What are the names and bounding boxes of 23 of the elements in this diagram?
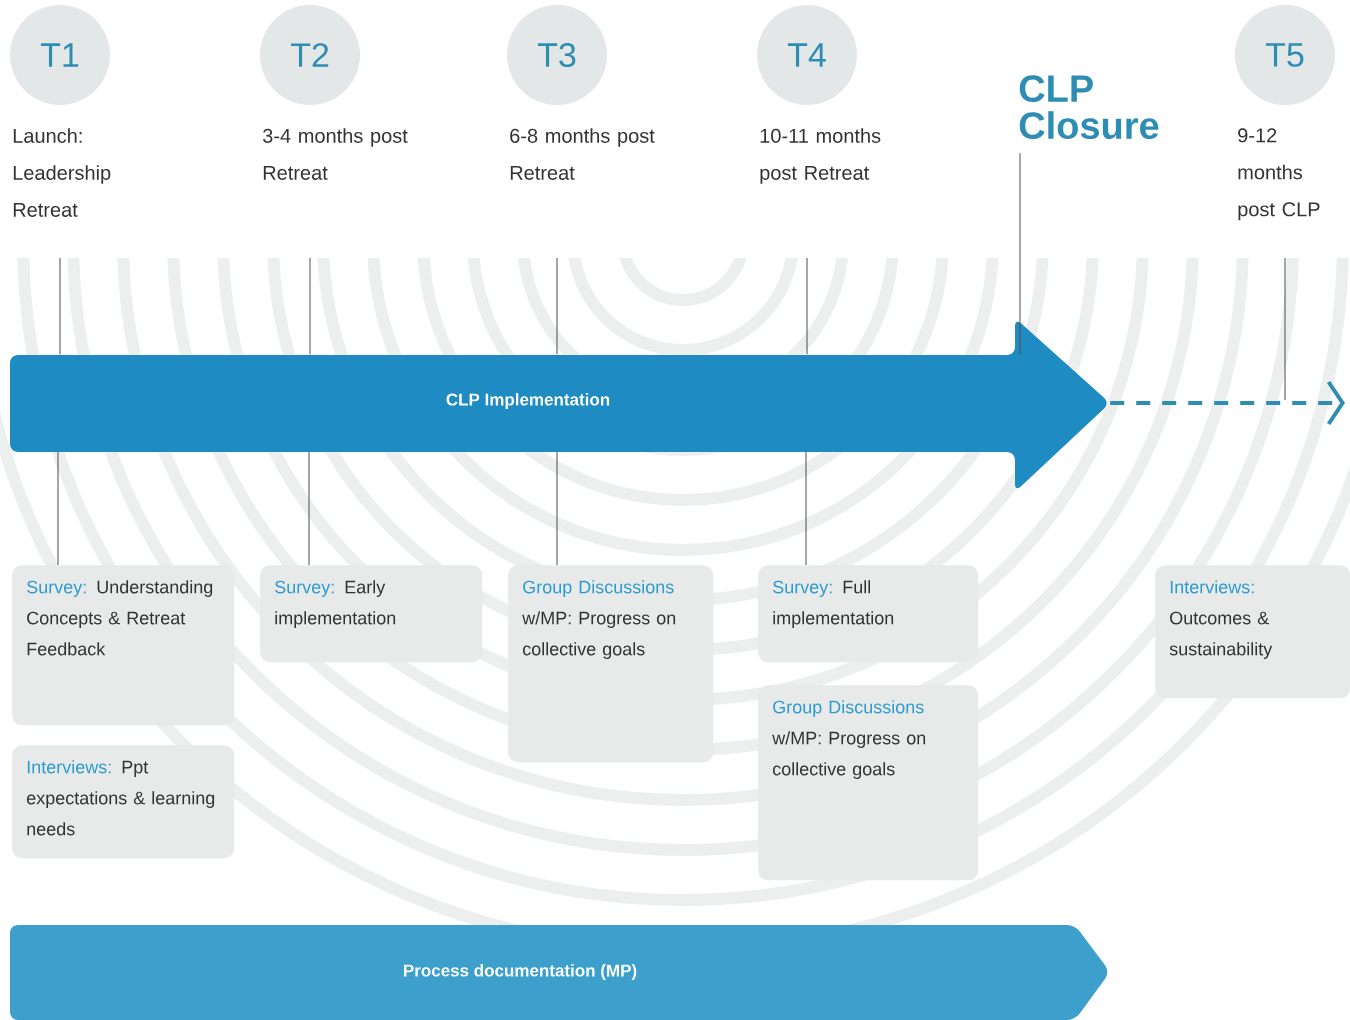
connector-line (59, 257, 61, 355)
time-label: 6-8 months post Retreat (510, 128, 655, 180)
milestone-label: CLP Closure (1019, 75, 1159, 140)
time-label: 9-12 months post CLP (1238, 128, 1320, 221)
activity-box: Survey: Understanding Concepts & Retreat Feedback (12, 565, 235, 726)
dashed-arrow (1110, 380, 1345, 426)
activity-box: Interviews: Outcomes & sustainability (1155, 565, 1350, 699)
connector-line (57, 451, 59, 566)
connector-line (806, 257, 808, 355)
connector-line (805, 451, 807, 566)
activity-box: Survey: Full implementation (758, 565, 979, 663)
connector-line (556, 257, 558, 355)
time-label: Launch: Leadership Retreat (13, 128, 111, 217)
connector-line (556, 451, 558, 566)
activity-box: Interviews: Ppt expectations & learning needs (12, 745, 235, 859)
activity-box: Group Discussions w/MP: Progress on collective goals (508, 565, 714, 763)
activity-box: Survey: Early implementation (260, 565, 483, 663)
connector-line (309, 257, 311, 355)
time-label: 10-11 months post Retreat (760, 128, 881, 184)
connector-line (308, 451, 310, 566)
activity-box: Group Discussions w/MP: Progress on collective goals (758, 685, 979, 881)
connector-line (1284, 257, 1286, 401)
time-label: 3-4 months post Retreat (263, 128, 408, 180)
